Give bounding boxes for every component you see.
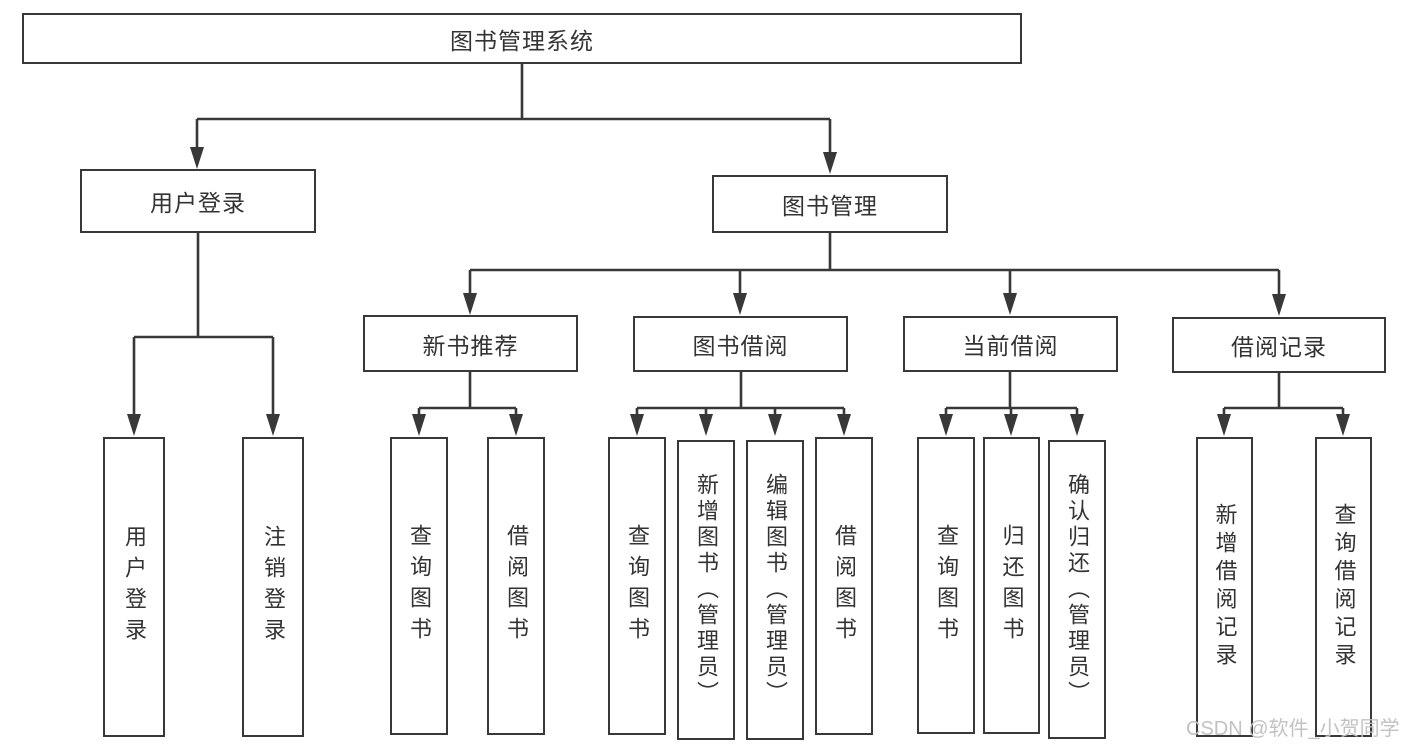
arrowhead-icon: [1217, 414, 1231, 436]
connector-user-login-to-leaves: [127, 233, 280, 436]
arrowhead-icon: [837, 414, 851, 436]
arrowhead-icon: [190, 147, 204, 169]
arrowhead-icon: [1336, 414, 1350, 436]
connector-current-borrowing-to-leaves: [939, 372, 1084, 436]
connector-root-to-level2: [190, 64, 837, 174]
arrowhead-icon: [509, 414, 523, 436]
arrowhead-icon: [1070, 414, 1084, 436]
leaf-query-books-recommend: 查询图书: [390, 437, 448, 735]
arrowhead-icon: [939, 414, 953, 436]
leaf-logout: 注销登录: [242, 437, 304, 737]
arrowhead-icon: [463, 293, 477, 315]
leaf-add-borrow-record: 新增借阅记录: [1196, 437, 1253, 737]
connector-borrowing-records-to-leaves: [1217, 373, 1350, 436]
arrowhead-icon: [733, 293, 747, 315]
leaf-edit-books-admin: 编辑图书（管理员）: [746, 440, 804, 740]
leaf-return-books: 归还图书: [983, 437, 1040, 734]
arrowhead-icon: [823, 152, 837, 174]
arrowhead-icon: [630, 414, 644, 436]
leaf-query-books-current: 查询图书: [917, 437, 975, 734]
arrowhead-icon: [412, 414, 426, 436]
arrowhead-icon: [699, 414, 713, 436]
node-new-book-recommend: 新书推荐: [363, 315, 578, 372]
leaf-user-login: 用户登录: [103, 437, 165, 737]
arrowhead-icon: [127, 414, 141, 436]
leaf-add-books-admin: 新增图书（管理员）: [677, 440, 735, 740]
node-user-login: 用户登录: [80, 169, 316, 233]
arrowhead-icon: [1004, 414, 1018, 436]
node-book-management: 图书管理: [712, 175, 948, 233]
arrowhead-icon: [768, 414, 782, 436]
node-book-borrowing: 图书借阅: [633, 316, 848, 372]
connector-new-book-recommend-to-leaves: [412, 372, 523, 436]
watermark-text: CSDN @软件_小贺同学: [1186, 718, 1400, 740]
node-library-system: 图书管理系统: [22, 13, 1022, 64]
arrowhead-icon: [1003, 293, 1017, 315]
arrowhead-icon: [1272, 294, 1286, 316]
leaf-confirm-return-admin: 确认归还（管理员）: [1048, 440, 1106, 739]
leaf-query-books-borrowing: 查询图书: [608, 437, 666, 735]
node-current-borrowing: 当前借阅: [903, 316, 1118, 372]
leaf-borrow-books-recommend: 借阅图书: [487, 437, 545, 735]
connector-book-management-to-level3: [463, 233, 1286, 316]
connector-book-borrowing-to-leaves: [630, 372, 851, 436]
leaf-borrow-books-borrowing: 借阅图书: [815, 437, 873, 735]
arrowhead-icon: [266, 414, 280, 436]
leaf-query-borrow-record: 查询借阅记录: [1315, 437, 1372, 737]
node-borrowing-records: 借阅记录: [1172, 317, 1386, 373]
